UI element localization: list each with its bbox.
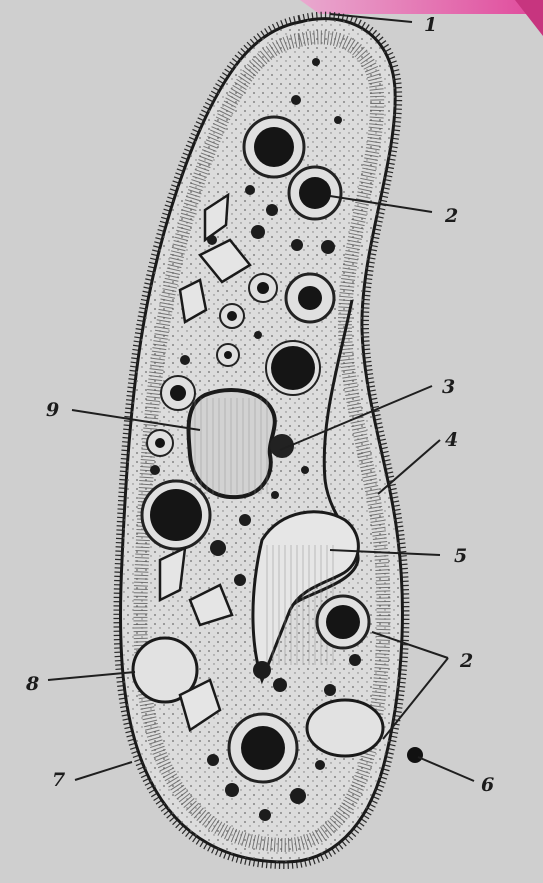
label-2-top: 2 (444, 205, 458, 227)
label-9: 9 (46, 399, 59, 421)
label-7: 7 (52, 769, 65, 791)
label-8: 8 (25, 673, 39, 695)
label-3: 3 (442, 376, 455, 398)
label-1: 1 (424, 14, 437, 36)
label-5: 5 (454, 545, 467, 567)
label-2-bottom: 2 (459, 650, 473, 672)
label-6: 6 (481, 774, 494, 796)
contractile-vacuole-rear (307, 700, 383, 756)
label-4: 4 (445, 429, 458, 451)
trichocyst-discharge (407, 747, 423, 763)
